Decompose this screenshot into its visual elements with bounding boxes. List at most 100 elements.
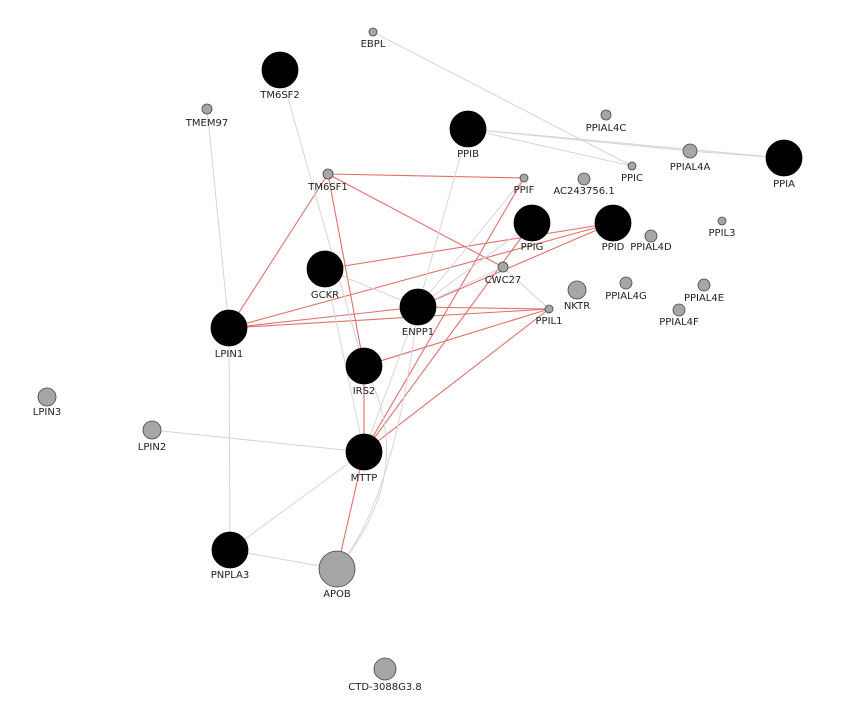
node-label-ppig: PPIG [521,242,544,253]
node-circle-lpin3[interactable] [37,387,57,407]
node-circle-ppif[interactable] [519,173,529,183]
edge-tm6sf1-cwc27 [327,173,504,268]
node-label-tm6sf2: TM6SF2 [259,90,300,101]
node-lpin3[interactable]: LPIN3 [33,387,61,418]
node-circle-ppial4a[interactable] [682,143,698,159]
node-ebpl[interactable]: EBPL [361,27,386,50]
edge-tm6sf1-lpin1 [228,173,329,329]
node-circle-ebpl[interactable] [368,27,378,37]
node-circle-mttp[interactable] [345,433,383,471]
node-circle-ppid[interactable] [594,204,632,242]
node-circle-ppib[interactable] [449,110,487,148]
node-ppial4d[interactable]: PPIAL4D [630,229,672,253]
node-circle-tm6sf2[interactable] [261,51,299,89]
node-label-lpin3: LPIN3 [33,407,61,418]
node-label-ppia: PPIA [773,179,795,190]
node-enpp1[interactable]: ENPP1 [399,288,437,338]
node-mttp[interactable]: MTTP [345,433,383,484]
node-pnpla3[interactable]: PNPLA3 [211,531,250,581]
node-lpin1[interactable]: LPIN1 [210,309,248,360]
edge-tmem97-lpin1 [206,108,230,329]
node-circle-ppil1[interactable] [544,304,554,314]
node-nktr[interactable]: NKTR [564,280,590,312]
node-tm6sf1[interactable]: TM6SF1 [307,168,348,193]
node-label-irs2: IRS2 [353,386,376,397]
node-circle-ppial4e[interactable] [697,278,711,292]
node-label-gckr: GCKR [311,290,339,301]
edge-pnpla3-mttp [229,451,365,551]
node-tmem97[interactable]: TMEM97 [185,103,228,129]
node-ppial4g[interactable]: PPIAL4G [605,276,647,302]
edge-layer [151,31,785,570]
node-ppial4a[interactable]: PPIAL4A [670,143,711,173]
node-label-ppial4f: PPIAL4F [659,317,699,328]
node-ppib[interactable]: PPIB [449,110,487,160]
node-ppial4c[interactable]: PPIAL4C [586,109,627,134]
edge-tm6sf2-irs2 [279,69,365,367]
node-circle-irs2[interactable] [345,347,383,385]
node-apob[interactable]: APOB [318,550,356,600]
node-ac243756-1[interactable]: AC243756.1 [553,172,615,197]
node-label-apob: APOB [323,589,351,600]
edge-mttp-apob [336,451,365,570]
node-label-ppil3: PPIL3 [709,228,736,239]
node-ppig[interactable]: PPIG [513,204,551,253]
node-ppil3[interactable]: PPIL3 [709,216,736,239]
node-circle-enpp1[interactable] [399,288,437,326]
node-circle-ppil3[interactable] [717,216,727,226]
node-label-lpin1: LPIN1 [215,349,243,360]
edge-enpp1-mttp [363,306,419,453]
node-circle-nktr[interactable] [567,280,587,300]
node-circle-cwc27[interactable] [497,261,509,273]
edge-irs2-apob [336,365,387,570]
node-circle-apob[interactable] [318,550,356,588]
edge-enpp1-ppif [417,177,525,308]
node-ppid[interactable]: PPID [594,204,632,253]
node-label-ppial4e: PPIAL4E [684,293,724,304]
node-ppia[interactable]: PPIA [765,139,803,190]
node-label-lpin2: LPIN2 [138,442,166,453]
node-ppial4e[interactable]: PPIAL4E [684,278,724,304]
edge-gckr-mttp [324,268,365,453]
node-circle-ppia[interactable] [765,139,803,177]
edge-ppil1-cwc27 [502,266,550,310]
node-gckr[interactable]: GCKR [306,250,344,301]
node-cwc27[interactable]: CWC27 [485,261,522,286]
node-ppif[interactable]: PPIF [514,173,535,196]
node-ppic[interactable]: PPIC [621,161,643,184]
node-circle-gckr[interactable] [306,250,344,288]
edge-ppil1-mttp [363,308,550,453]
node-lpin2[interactable]: LPIN2 [138,420,166,453]
node-circle-tmem97[interactable] [201,103,213,115]
edge-ppib-enpp1 [417,128,469,308]
node-ppil1[interactable]: PPIL1 [536,304,563,327]
node-circle-ppial4c[interactable] [600,109,612,121]
node-tm6sf2[interactable]: TM6SF2 [259,51,300,101]
node-circle-tm6sf1[interactable] [322,168,334,180]
edge-ebpl-ppic [372,31,633,167]
node-ppial4f[interactable]: PPIAL4F [659,303,699,328]
node-circle-lpin1[interactable] [210,309,248,347]
node-circle-ppig[interactable] [513,204,551,242]
node-label-pnpla3: PNPLA3 [211,570,250,581]
node-label-ppic: PPIC [621,173,643,184]
node-label-ppif: PPIF [514,185,535,196]
node-label-tmem97: TMEM97 [185,118,228,129]
node-circle-ppial4g[interactable] [619,276,633,290]
node-label-ppial4g: PPIAL4G [605,291,647,302]
node-circle-ppial4f[interactable] [672,303,686,317]
edge-ppil1-enpp1 [417,306,550,310]
node-circle-pnpla3[interactable] [211,531,249,569]
edge-ppil1-irs2 [363,308,550,367]
node-ctd-3088g3-8[interactable]: CTD-3088G3.8 [348,657,422,693]
edge-enpp1-apob [336,306,419,570]
node-circle-ppic[interactable] [627,161,637,171]
node-label-enpp1: ENPP1 [402,327,434,338]
node-circle-ctd-3088g3-8[interactable] [373,657,397,681]
node-circle-ac243756-1[interactable] [577,172,591,186]
node-circle-ppial4d[interactable] [644,229,658,243]
node-irs2[interactable]: IRS2 [345,347,383,397]
node-circle-lpin2[interactable] [142,420,162,440]
node-label-nktr: NKTR [564,301,590,312]
